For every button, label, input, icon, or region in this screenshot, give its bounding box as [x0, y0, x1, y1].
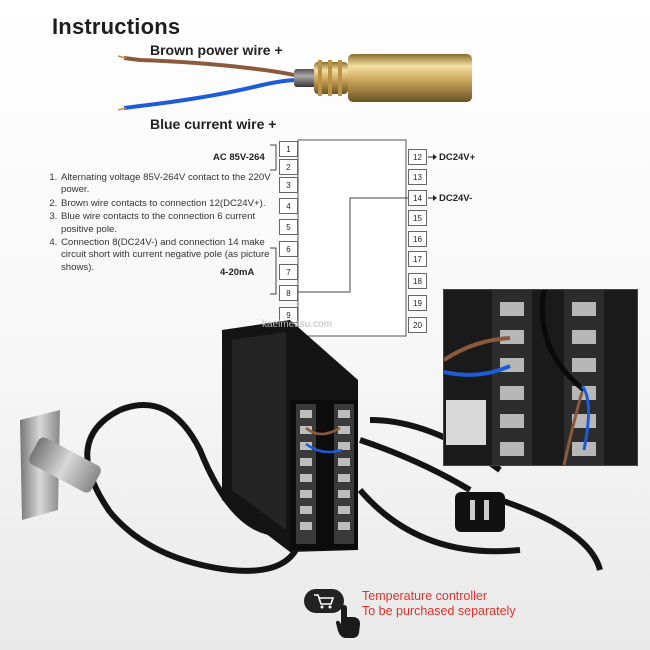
- sensor-wire-illustration: [118, 54, 472, 111]
- terminal-16: 16: [408, 231, 427, 247]
- page-title: Instructions: [52, 14, 181, 39]
- brown-wire-label: Brown power wire +: [150, 42, 283, 58]
- dc-minus-label: DC24V-: [439, 193, 473, 204]
- terminal-3: 3: [279, 177, 298, 193]
- step-item: Alternating voltage 85V-264V contact to …: [60, 172, 282, 197]
- terminal-6: 6: [279, 241, 298, 257]
- wiring-closeup-photo: [443, 289, 638, 466]
- terminal-15: 15: [408, 210, 427, 226]
- terminal-14: 14: [408, 190, 427, 206]
- terminal-2: 2: [279, 159, 298, 175]
- sensor-body: [348, 54, 472, 102]
- terminal-18: 18: [408, 273, 427, 289]
- power-plug: [455, 492, 505, 532]
- watermark-text: kaelmeasu.com: [262, 319, 333, 330]
- terminal-13: 13: [408, 169, 427, 185]
- dc-plus-label: DC24V+: [439, 152, 476, 163]
- product-photo: [20, 320, 603, 574]
- shopping-cart-icon: [314, 594, 335, 609]
- current-range-label: 4-20mA: [220, 267, 255, 278]
- blue-wire-label: Blue current wire +: [150, 116, 277, 132]
- ac-voltage-label: AC 85V-264: [213, 152, 265, 163]
- purchase-note-line1: Temperature controller: [362, 589, 488, 603]
- terminal-7: 7: [279, 264, 298, 280]
- cart-button[interactable]: [304, 589, 344, 613]
- brown-wire: [123, 56, 299, 78]
- sensor-probe: [29, 437, 101, 493]
- terminal-8: 8: [279, 285, 298, 301]
- step-item: Blue wire contacts to the connection 6 c…: [60, 211, 282, 236]
- instruction-steps: Alternating voltage 85V-264V contact to …: [48, 172, 282, 275]
- terminal-5: 5: [279, 219, 298, 235]
- blue-wire: [123, 78, 299, 110]
- short-link-8-14: [298, 197, 408, 293]
- step-item: Connection 8(DC24V-) and connection 14 m…: [60, 237, 282, 274]
- terminal-17: 17: [408, 251, 427, 267]
- step-item: Brown wire contacts to connection 12(DC2…: [60, 198, 282, 210]
- terminal-4: 4: [279, 198, 298, 214]
- terminal-19: 19: [408, 295, 427, 311]
- purchase-note-line2: To be purchased separately: [362, 604, 516, 618]
- terminal-1: 1: [279, 141, 298, 157]
- pointing-hand-icon: [336, 605, 360, 638]
- terminal-12: 12: [408, 149, 427, 165]
- terminal-20: 20: [408, 317, 427, 333]
